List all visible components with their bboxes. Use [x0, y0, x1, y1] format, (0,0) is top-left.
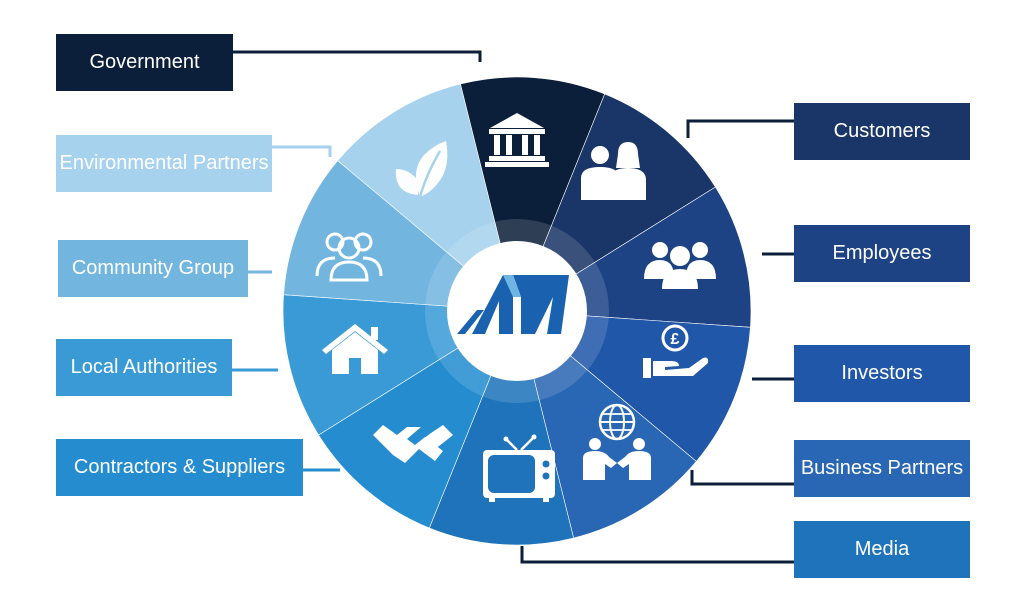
segment-2 [516, 93, 716, 312]
connector-6 [520, 546, 794, 564]
connector-1 [233, 50, 482, 62]
segment-7 [318, 310, 518, 529]
label-government: Government [56, 34, 233, 91]
segment-5 [516, 310, 697, 539]
label-media: Media [794, 521, 970, 578]
label-local-authorities: Local Authorities [56, 339, 232, 396]
connector-10 [272, 145, 332, 157]
label-investors: Investors [794, 345, 970, 402]
connector-lines [232, 50, 794, 564]
television-icon [483, 434, 555, 502]
label-business-partners: Business Partners [794, 440, 970, 497]
wheel-icons: £ [315, 113, 716, 502]
label-environmental-partners: Environmental Partners [56, 135, 272, 192]
segment-10 [337, 83, 518, 312]
company-logo-icon [457, 275, 569, 334]
handshake-icon [373, 425, 453, 463]
customers-people-icon [581, 142, 646, 200]
globe-handshake-icon [583, 403, 651, 480]
label-community-group: Community Group [58, 240, 248, 297]
connector-2 [686, 119, 794, 138]
center-disc [447, 241, 587, 381]
label-customers: Customers [794, 103, 970, 160]
label-employees: Employees [794, 225, 970, 282]
connector-5 [690, 470, 794, 486]
svg-text:£: £ [671, 331, 680, 348]
pound-hand-icon: £ [643, 324, 709, 378]
employees-group-icon [644, 242, 716, 289]
label-contractors-and-suppliers: Contractors & Suppliers [56, 439, 303, 496]
leaf-icon [395, 141, 448, 198]
government-building-icon [485, 113, 549, 167]
community-people-icon [315, 232, 383, 282]
house-icon [322, 324, 388, 374]
center-hub [425, 219, 609, 403]
